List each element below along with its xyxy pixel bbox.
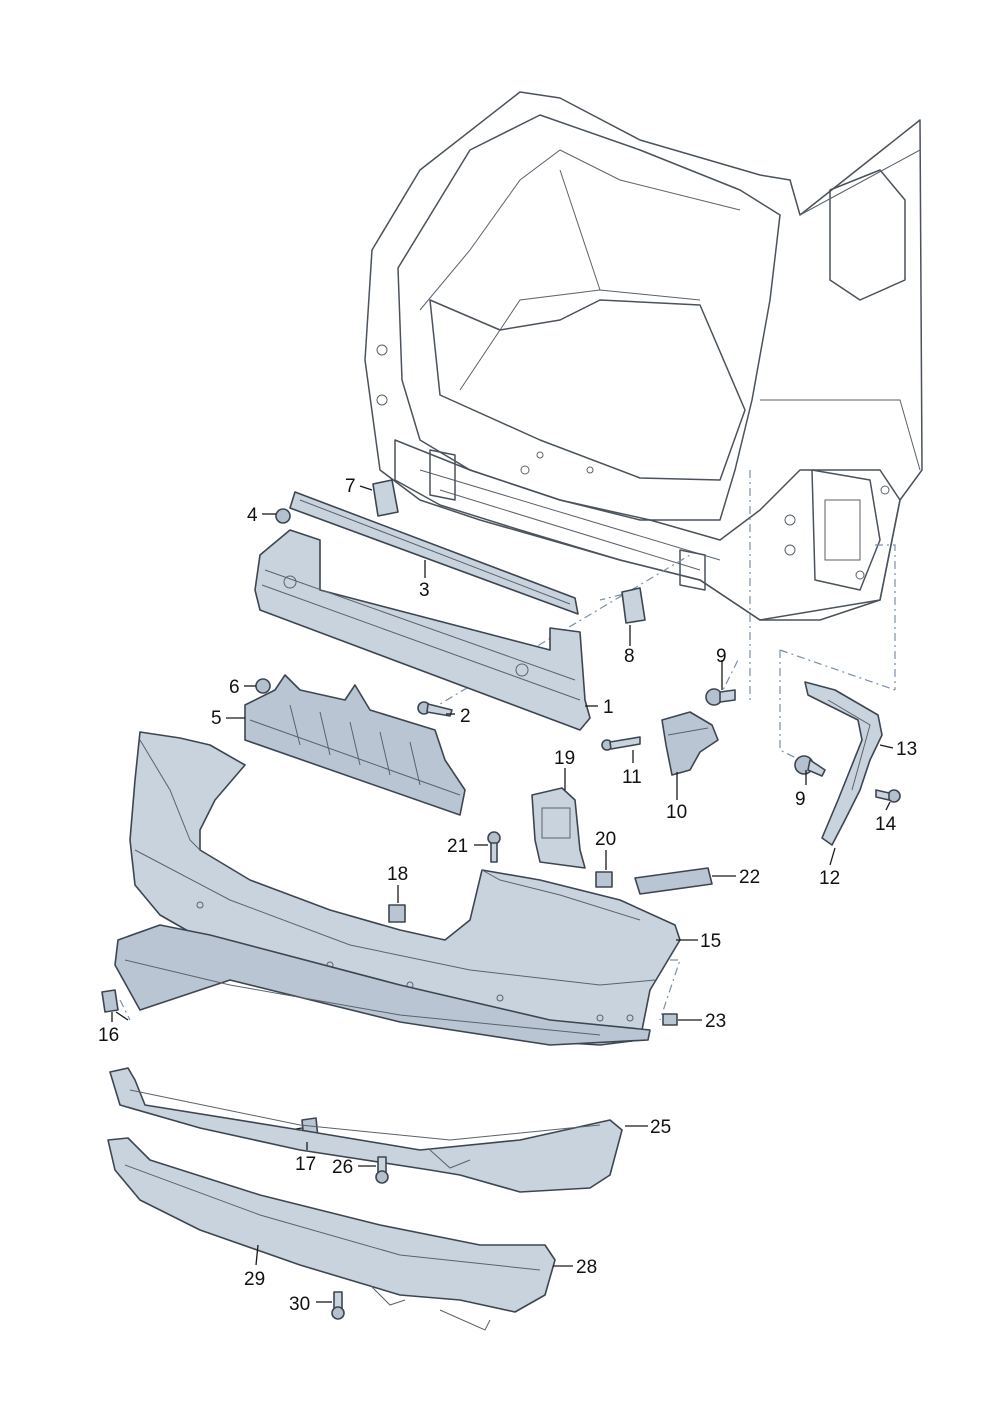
part-21-bolt [487, 831, 501, 863]
part-22-reflector-trim [634, 867, 713, 895]
part-9-bolt-lower [794, 755, 826, 777]
part-20-clip-nut [595, 871, 613, 888]
label-part-16: 16 [98, 1025, 119, 1046]
label-part-14: 14 [875, 814, 897, 835]
label-part-5: 5 [211, 708, 222, 729]
label-part-2: 2 [460, 706, 471, 727]
part-30-bolt [331, 1291, 345, 1320]
label-part-13: 13 [896, 739, 917, 760]
bumper-lower-underpanel [114, 924, 651, 1046]
part-1-impact-beam [254, 529, 591, 731]
label-part-20: 20 [595, 829, 616, 850]
label-part-12: 12 [819, 868, 840, 889]
label-part-29: 29 [244, 1269, 265, 1290]
callout-labels: 1 2 3 4 5 6 7 8 9 9 10 11 12 13 14 15 16… [98, 476, 917, 1315]
part-8-cover-cap [621, 587, 646, 624]
part-28-lower-trim [107, 1137, 556, 1313]
part-9-bolt-upper [705, 688, 736, 706]
part-18-clip-nut [388, 904, 406, 923]
label-part-9-upper: 9 [716, 646, 727, 667]
part-7-cover-cap [372, 479, 399, 517]
label-part-1: 1 [603, 697, 614, 718]
part-25-rear-diffuser [109, 1067, 623, 1193]
label-part-23: 23 [705, 1011, 726, 1032]
label-part-28: 28 [576, 1257, 597, 1278]
label-part-6: 6 [229, 677, 240, 698]
leader-lines [111, 485, 894, 1303]
part-6-nut [255, 678, 271, 694]
label-part-17: 17 [295, 1154, 316, 1175]
label-part-4: 4 [247, 505, 258, 526]
part-4-nut [275, 508, 291, 524]
part-3-guide-strip [289, 491, 579, 615]
part-11-bolt [601, 736, 641, 751]
label-part-21: 21 [447, 836, 468, 857]
part-2-bolt [417, 701, 453, 717]
part-26-bolt [375, 1156, 389, 1184]
part-16-clip [101, 989, 119, 1013]
label-part-22: 22 [739, 867, 760, 888]
label-part-15: 15 [700, 931, 721, 952]
label-part-26: 26 [332, 1157, 353, 1178]
label-part-11: 11 [622, 767, 642, 788]
label-part-8: 8 [624, 646, 635, 667]
part-23-clip [662, 1013, 678, 1026]
label-part-9-lower: 9 [795, 789, 806, 810]
label-part-10: 10 [666, 802, 687, 823]
label-part-7: 7 [345, 476, 356, 497]
label-part-25: 25 [650, 1117, 671, 1138]
label-part-3: 3 [419, 580, 430, 601]
part-14-screw [875, 789, 901, 803]
label-part-18: 18 [387, 864, 408, 885]
part-10-bracket [661, 711, 719, 776]
part-19-mounting-bracket [531, 787, 586, 869]
vehicle-rear-body [364, 91, 923, 621]
label-part-30: 30 [289, 1294, 310, 1315]
label-part-19: 19 [554, 748, 575, 769]
part-12-side-guide [804, 681, 883, 846]
